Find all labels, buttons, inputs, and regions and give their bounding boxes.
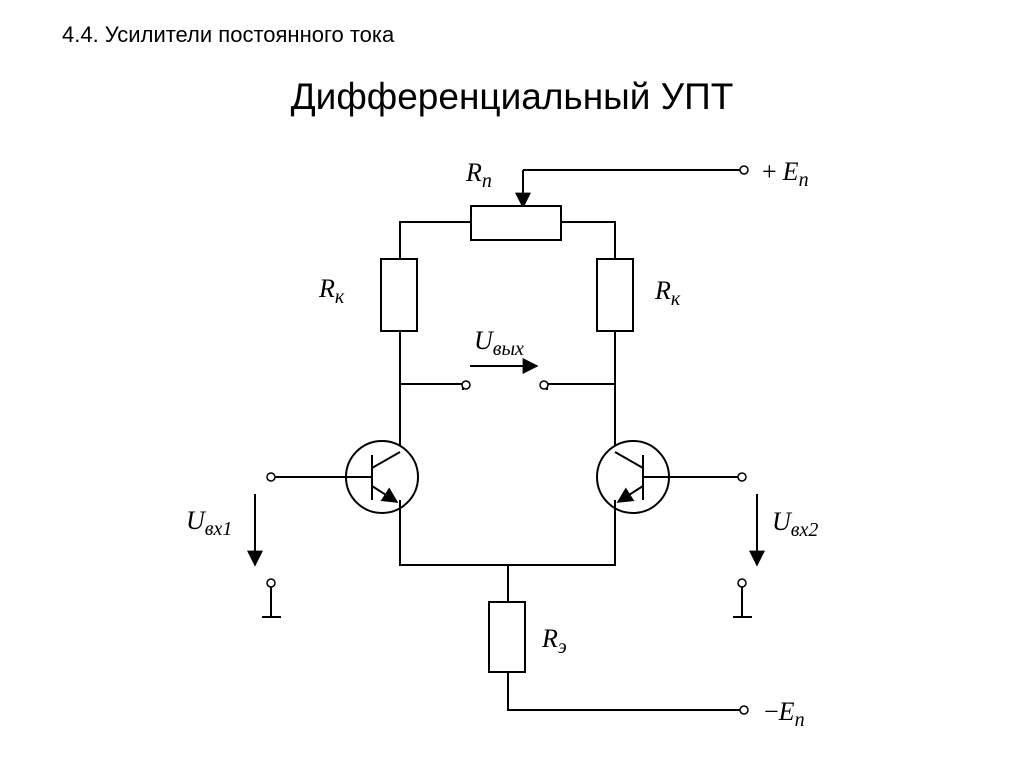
top-rail-wire	[399, 169, 740, 340]
resistor-re	[488, 601, 526, 673]
ground-left-icon	[262, 578, 281, 618]
emitter-wires	[399, 500, 740, 711]
terminal-plus-ep	[739, 165, 749, 175]
terminal-in2	[737, 472, 747, 482]
page-title: Дифференциальный УПТ	[290, 76, 734, 117]
label-uout: Uвых	[474, 326, 524, 360]
label-uin1: Uвх1	[186, 506, 232, 540]
label-plus-ep: +Eп	[762, 157, 809, 191]
terminal-out-left	[461, 380, 471, 390]
terminal-minus-ep	[739, 705, 749, 715]
label-rk-left: Rк	[318, 274, 345, 308]
potentiometer-rp	[470, 205, 562, 241]
transistor-right	[596, 440, 738, 514]
resistor-rk-left	[380, 258, 418, 332]
label-uin2: Uвх2	[772, 507, 818, 541]
label-re: Rэ	[541, 624, 567, 658]
label-rk-right: Rк	[654, 276, 681, 310]
terminal-in1	[266, 472, 276, 482]
transistor-left	[275, 440, 419, 514]
resistor-rk-right	[596, 258, 634, 332]
ground-right-icon	[733, 578, 752, 618]
section-heading: 4.4. Усилители постоянного тока	[62, 22, 395, 47]
terminal-out-right	[539, 380, 549, 390]
label-rp: Rп	[465, 158, 492, 192]
label-minus-ep: −Eп	[764, 697, 805, 731]
